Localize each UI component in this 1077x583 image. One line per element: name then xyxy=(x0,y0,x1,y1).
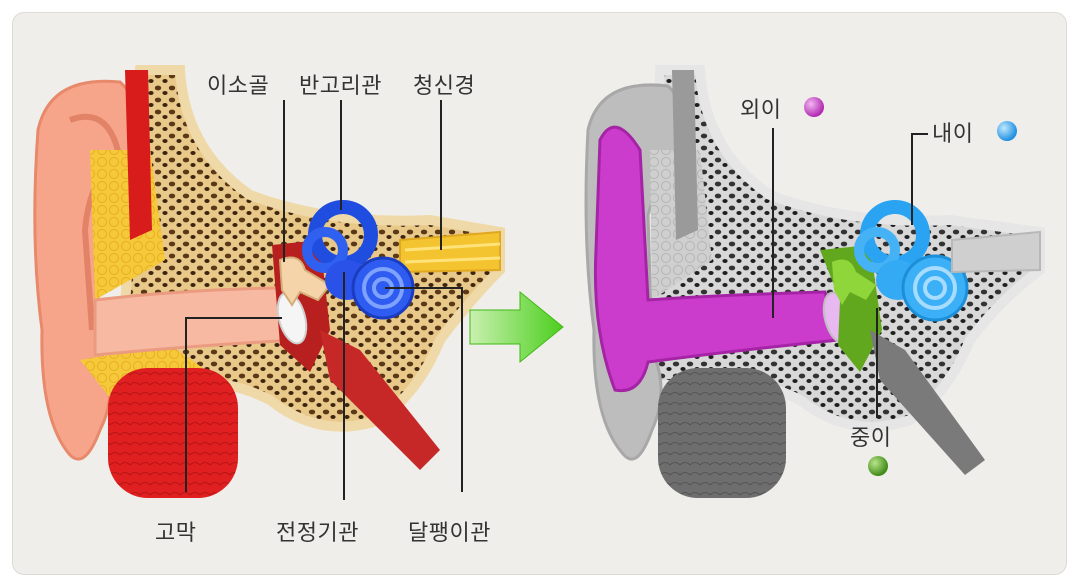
middle-ear-color-dot xyxy=(868,456,888,476)
green-arrow-right-icon xyxy=(469,290,564,364)
inner-ear-color-dot xyxy=(997,121,1017,141)
label-middle-ear: 중이 xyxy=(850,426,892,451)
label-eardrum: 고막 xyxy=(155,521,197,546)
right-ear-illustration xyxy=(584,65,1045,498)
label-outer-ear: 외이 xyxy=(740,98,782,123)
left-ear-illustration xyxy=(33,65,505,498)
label-cochlea: 달팽이관 xyxy=(408,521,491,546)
outer-ear-region xyxy=(593,125,840,393)
right-leader-lines xyxy=(772,128,928,418)
label-inner-ear: 내이 xyxy=(932,122,974,147)
eustachian-tube xyxy=(320,330,440,470)
left-leader-lines xyxy=(185,100,463,500)
auditory-nerve xyxy=(399,230,501,274)
label-ossicles: 이소골 xyxy=(207,74,270,99)
label-semicircular-canals: 반고리관 xyxy=(299,74,382,99)
label-auditory-nerve: 청신경 xyxy=(413,74,476,99)
outer-ear-color-dot xyxy=(804,97,824,117)
muscle xyxy=(108,368,238,498)
ossicles-shape xyxy=(278,256,332,307)
label-vestibule: 전정기관 xyxy=(276,521,359,546)
